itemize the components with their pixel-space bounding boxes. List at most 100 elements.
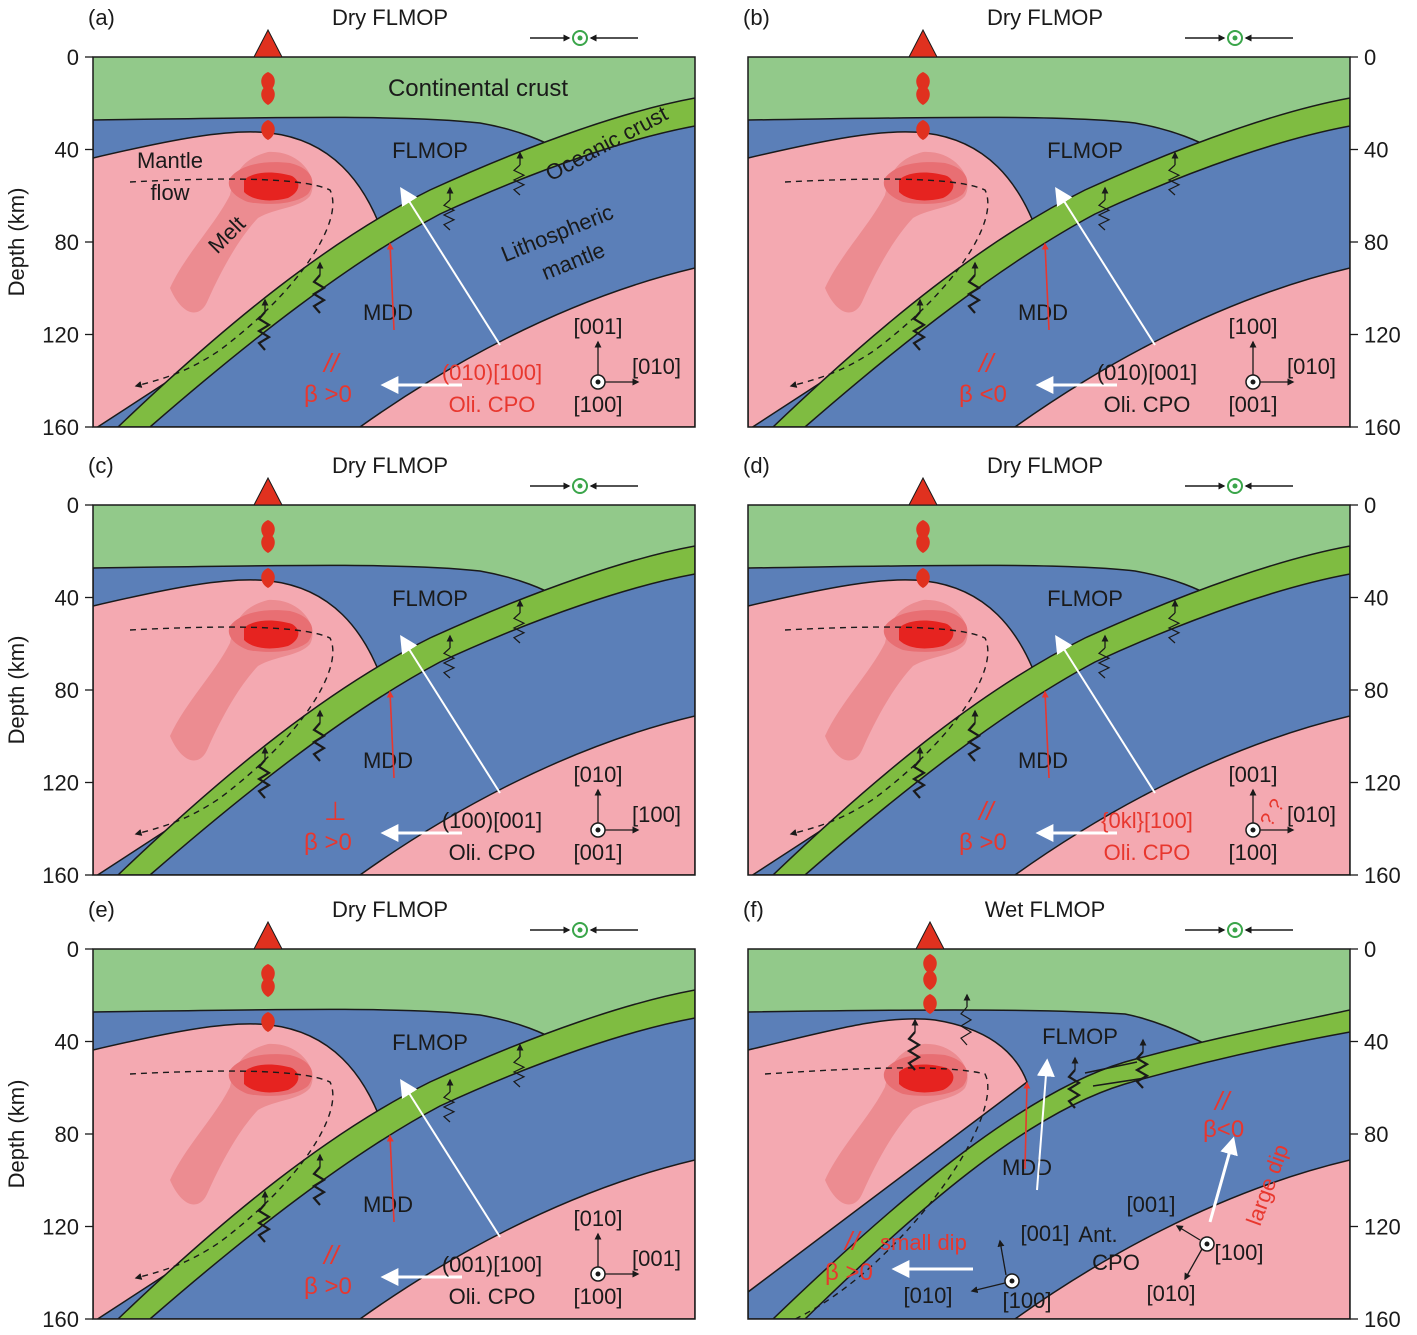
convergence-icon (1185, 478, 1293, 494)
convergence-icon (1185, 30, 1293, 46)
crack-deep-2 (311, 261, 327, 314)
volcano-icon (908, 476, 938, 506)
mantle-flow-line (784, 178, 989, 388)
melt-droplet-3 (916, 568, 930, 588)
panel-tag: (c) (88, 453, 114, 478)
antigorite-cpo-label: CPO (1092, 1250, 1140, 1275)
crack-shallow-2 (512, 151, 526, 196)
crystal-axes: [010][001][100] (574, 1206, 681, 1309)
slip-symbol: ⊥ (324, 796, 347, 826)
crystal-axes-high: [001][100][010] (1127, 1192, 1264, 1306)
mdd-arrow (386, 1134, 395, 1223)
beta-high-label: β<0 (1203, 1116, 1244, 1143)
melt-droplet-3 (916, 120, 930, 140)
crystal-axes: [001][010][100]? ? (1229, 762, 1336, 865)
crystal-axes: [010][100][001] (574, 762, 681, 865)
oceanic-crust-slab (771, 97, 1350, 427)
melt-droplet-3 (923, 994, 937, 1014)
slip-symbol: // (977, 348, 996, 378)
melt-droplet-1 (923, 954, 937, 974)
axis-left-label: [010] (904, 1283, 953, 1308)
panel-tag: (b) (743, 5, 770, 30)
slip-symbol-high: // (1213, 1086, 1232, 1116)
depth-tick-label: 0 (67, 937, 79, 962)
crack-shallow-1 (442, 1078, 456, 1123)
axis-bottom-label: [100] (1229, 840, 1278, 865)
melt-droplet-2 (261, 977, 275, 997)
depth-tick-label: 0 (1364, 45, 1376, 70)
slip-symbol: // (322, 348, 341, 378)
depth-tick-label: 80 (55, 678, 79, 703)
axis-bottom-label: [100] (574, 1284, 623, 1309)
cross-section (748, 505, 1350, 875)
crack-deep-2 (966, 709, 982, 762)
panel-title: Dry FLMOP (332, 453, 448, 478)
mantle-flow-line (129, 626, 334, 836)
depth-tick-label: 160 (42, 863, 79, 888)
crack-deep-2 (966, 261, 982, 314)
crystal-axes-low: [001][010][100] (904, 1221, 1070, 1313)
axis-bottom-label: [001] (1229, 392, 1278, 417)
depth-tick-label: 0 (67, 45, 79, 70)
crack-deep-2 (311, 709, 327, 762)
shear-sense-icon (1084, 1061, 1146, 1087)
crystal-axes: [001][010][100] (574, 314, 681, 417)
depth-tick-label: 40 (1364, 586, 1388, 611)
melt-region (825, 1043, 968, 1205)
cpo-type-label: Oli. CPO (449, 1284, 536, 1309)
depth-tick-label: 0 (1364, 493, 1376, 518)
melt-region (825, 151, 968, 313)
cpo-pointer-arrow (1055, 634, 1156, 794)
depth-axis-label: Depth (km) (4, 636, 29, 745)
cross-section (93, 57, 695, 427)
cpo-pointer-arrow (400, 1078, 501, 1238)
depth-tick-label: 40 (1364, 1030, 1388, 1055)
antigorite-label: Ant. (1078, 1222, 1117, 1247)
crack-shallow-2 (1167, 599, 1181, 644)
panel-title: Dry FLMOP (332, 5, 448, 30)
volcano-icon (253, 476, 283, 506)
cpo-pointer-arrow (400, 186, 501, 346)
continental-crust-label: Continental crust (388, 75, 568, 102)
slip-symbol-low: // (843, 1226, 862, 1256)
depth-tick-label: 120 (42, 771, 79, 796)
small-dip-label: small dip (880, 1230, 967, 1255)
axis-right-label: [001] (632, 1246, 681, 1271)
depth-tick-label: 160 (1364, 1307, 1401, 1332)
crack-deep-1 (256, 1190, 272, 1243)
crack-deep-1 (256, 298, 272, 351)
crack-deep-1 (911, 746, 927, 799)
oceanic-crust-slab (116, 989, 695, 1319)
mdd-arrow (1041, 690, 1050, 779)
crack-shallow-2 (512, 599, 526, 644)
volcano-icon (253, 28, 283, 58)
depth-tick-label: 160 (1364, 415, 1401, 440)
melt-region (825, 599, 968, 761)
crack-shallow-1 (1097, 634, 1111, 679)
asthenosphere (358, 1159, 695, 1319)
beta-label: β >0 (959, 829, 1007, 856)
flmop-label: FLMOP (1042, 1024, 1118, 1049)
depth-tick-label: 40 (55, 1030, 79, 1055)
cpo-type-label: Oli. CPO (449, 392, 536, 417)
oceanic-crust-slab (116, 97, 695, 427)
melt-droplet-2 (923, 970, 937, 990)
flmop-label: FLMOP (392, 586, 468, 611)
beta-low-label: β >0 (825, 1259, 873, 1286)
cpo-pointer-arrow (400, 634, 501, 794)
axis-right-label: [010] (1287, 802, 1336, 827)
asthenosphere (1013, 1159, 1350, 1319)
depth-tick-label: 120 (1364, 1215, 1401, 1240)
melt-droplet-2 (261, 533, 275, 553)
melt-droplet-2 (916, 85, 930, 105)
depth-tick-label: 160 (1364, 863, 1401, 888)
depth-axis-label: Depth (km) (4, 1080, 29, 1189)
